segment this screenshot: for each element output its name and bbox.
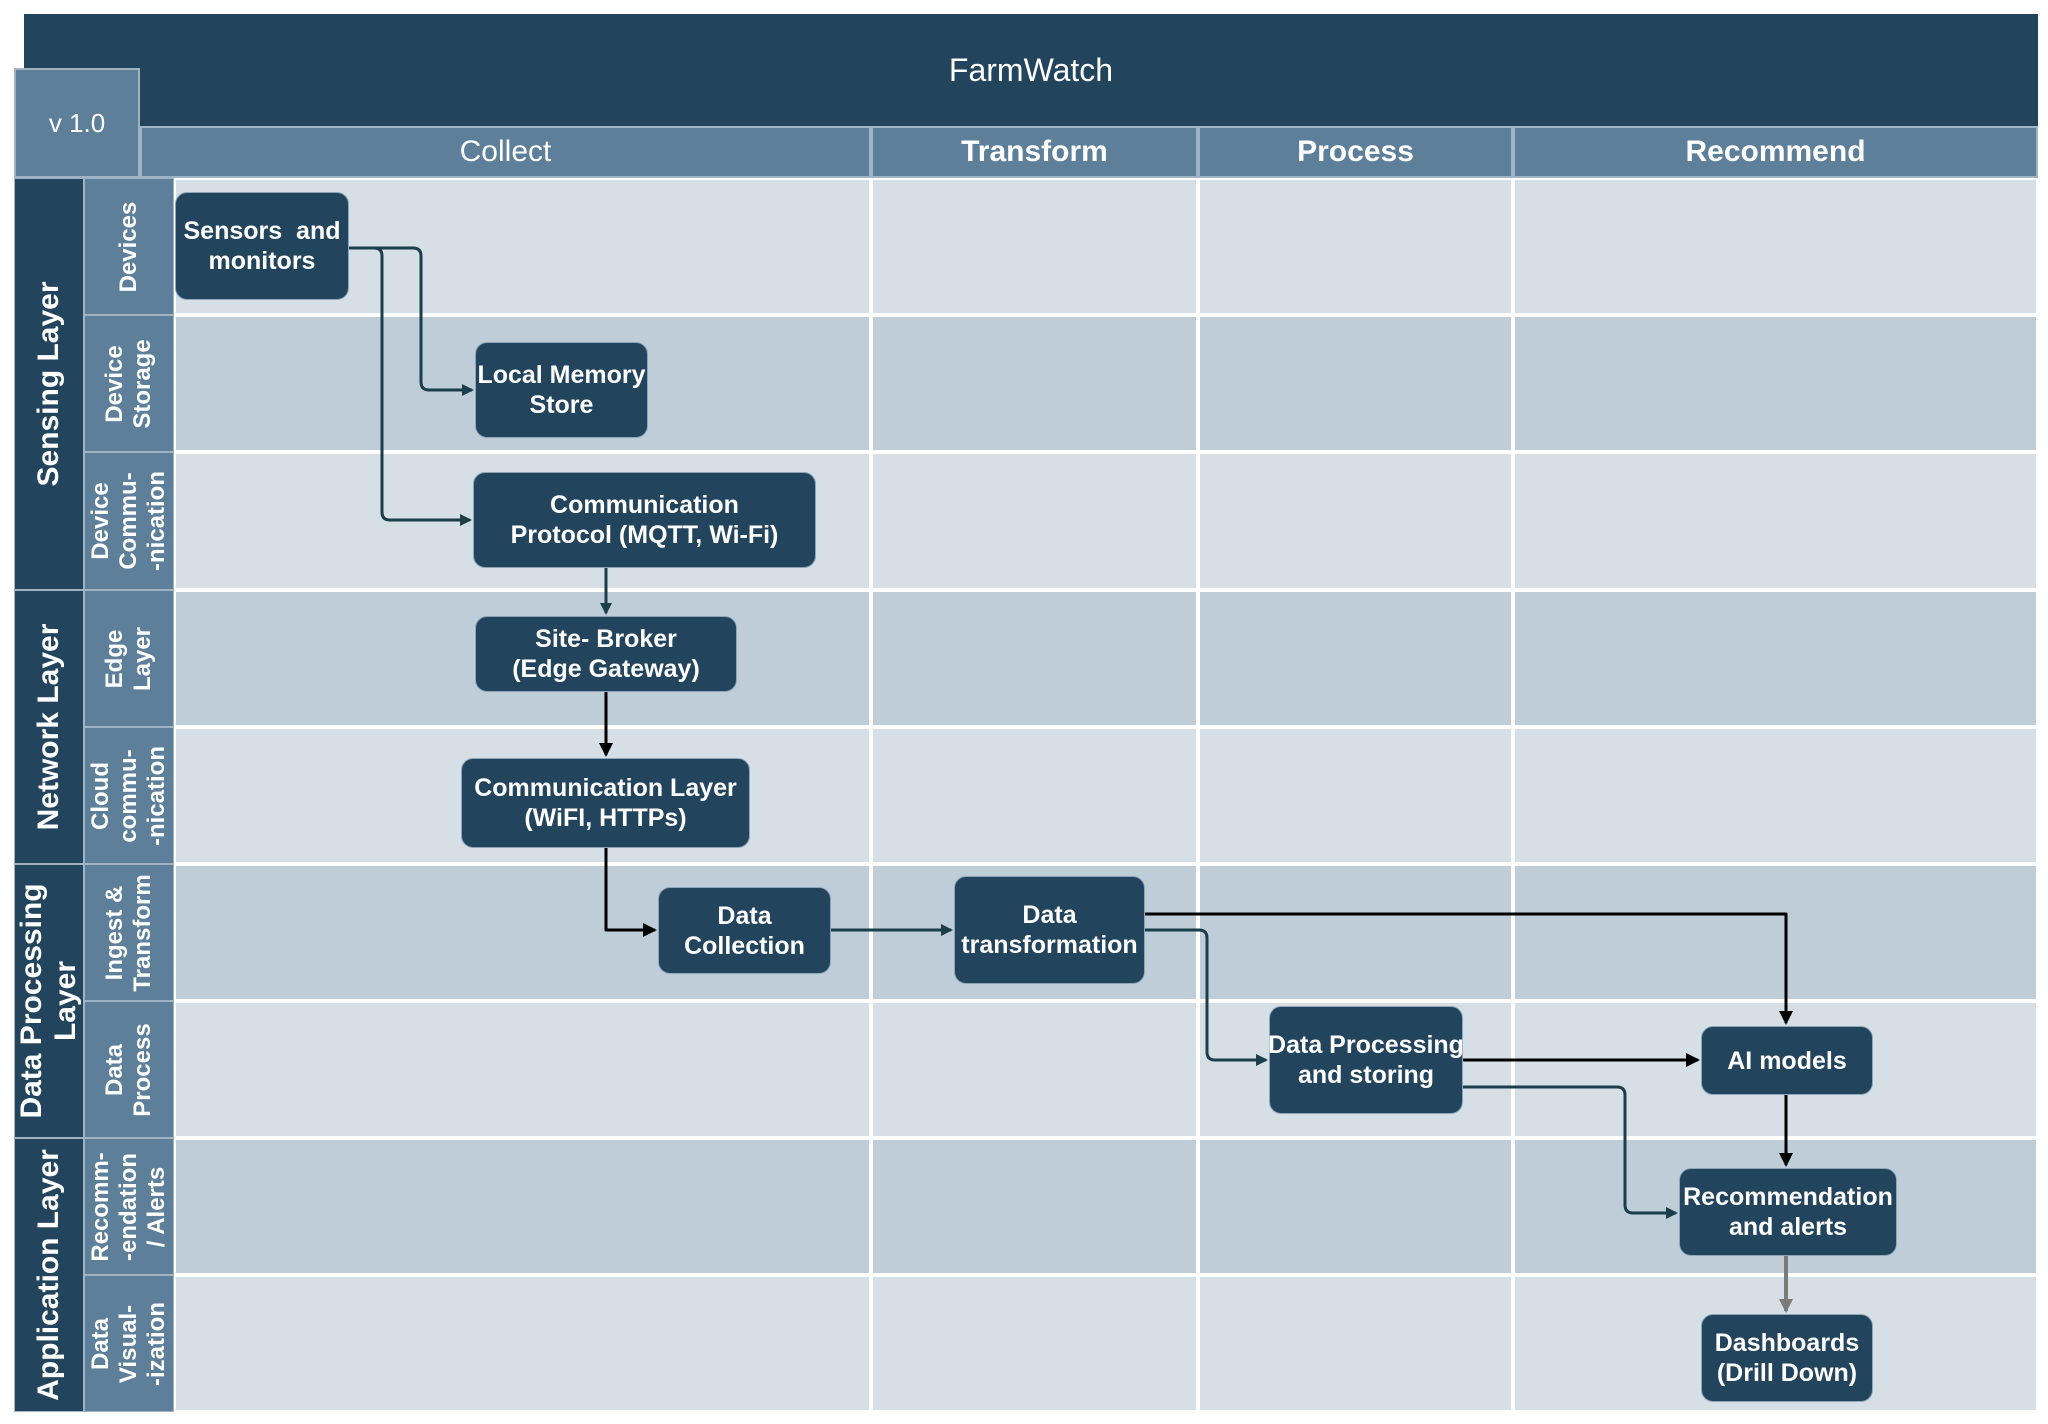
sublane-devices: Devices — [84, 178, 174, 315]
node-communication-layer[interactable]: Communication Layer (WiFI, HTTPs) — [461, 758, 750, 848]
node-data-transformation[interactable]: Data transformation — [954, 876, 1145, 984]
sublane-data-process: Data Process — [84, 1001, 174, 1138]
lane-cell — [1513, 315, 2038, 452]
node-local-memory-store[interactable]: Local Memory Store — [475, 342, 648, 438]
lane-cell — [174, 1138, 871, 1275]
node-site-broker[interactable]: Site- Broker (Edge Gateway) — [475, 616, 737, 692]
lane-cell — [1513, 178, 2038, 315]
sublane-recommendation-alerts: Recomm- -endation / Alerts — [84, 1138, 174, 1275]
lane-cell — [871, 590, 1198, 727]
lane-cell — [871, 1001, 1198, 1138]
sublane-device-communication: Device Commu- -nication — [84, 452, 174, 590]
lane-cell — [1513, 452, 2038, 590]
lane-cell — [871, 1138, 1198, 1275]
layer-application: Application Layer — [14, 1138, 84, 1412]
lane-cell — [871, 727, 1198, 864]
edge-sensors-to-comm-protocol — [349, 246, 472, 526]
diagram-title: FarmWatch — [948, 51, 1114, 88]
layer-sensing: Sensing Layer — [14, 178, 84, 590]
title-bar: FarmWatch — [24, 14, 2038, 126]
lane-cell — [174, 1001, 871, 1138]
sublane-edge-layer: Edge Layer — [84, 590, 174, 727]
lane-cell — [1198, 178, 1513, 315]
lane-cell — [871, 452, 1198, 590]
node-communication-protocol[interactable]: Communication Protocol (MQTT, Wi-Fi) — [473, 472, 816, 568]
layer-network: Network Layer — [14, 590, 84, 864]
lane-cell — [1198, 590, 1513, 727]
node-ai-models[interactable]: AI models — [1701, 1026, 1873, 1095]
edge-comm-layer-to-data-collection — [604, 848, 657, 937]
lane-cell — [1198, 1138, 1513, 1275]
version-label: v 1.0 — [14, 68, 140, 178]
node-data-collection[interactable]: Data Collection — [658, 887, 831, 974]
lane-cell — [1198, 727, 1513, 864]
column-header-collect: Collect — [140, 126, 871, 178]
node-sensors-monitors[interactable]: Sensors and monitors — [175, 192, 349, 300]
lane-cell — [1513, 727, 2038, 864]
lane-cell — [871, 178, 1198, 315]
column-header-process: Process — [1198, 126, 1513, 178]
edge-data-processing-to-recommendation — [1463, 1085, 1678, 1219]
node-data-processing[interactable]: Data Processing and storing — [1268, 1006, 1464, 1114]
layer-data-processing: Data Processing Layer — [14, 864, 84, 1138]
node-recommendation-alerts[interactable]: Recommendation and alerts — [1679, 1168, 1897, 1256]
lane-cell — [1198, 315, 1513, 452]
column-header-transform: Transform — [871, 126, 1198, 178]
lane-cell — [871, 315, 1198, 452]
lane-cell — [174, 1275, 871, 1412]
edge-transformation-to-data-processing — [1145, 928, 1268, 1066]
edge-transformation-to-ai-models — [1145, 912, 1793, 1025]
sublane-ingest-transform: Ingest & Transform — [84, 864, 174, 1001]
sublane-device-storage: Device Storage — [84, 315, 174, 452]
lane-cell — [871, 1275, 1198, 1412]
lane-cell — [1198, 864, 1513, 1001]
edge-sensors-to-local-memory — [349, 246, 474, 396]
node-dashboards[interactable]: Dashboards (Drill Down) — [1701, 1314, 1873, 1402]
lane-cell — [1513, 864, 2038, 1001]
sublane-cloud-communication: Cloud commu- -nication — [84, 727, 174, 864]
sublane-data-visualization: Data Visual- -ization — [84, 1275, 174, 1412]
lane-cell — [1198, 452, 1513, 590]
lane-cell — [1513, 590, 2038, 727]
lane-cell — [1198, 1275, 1513, 1412]
column-header-recommend: Recommend — [1513, 126, 2038, 178]
